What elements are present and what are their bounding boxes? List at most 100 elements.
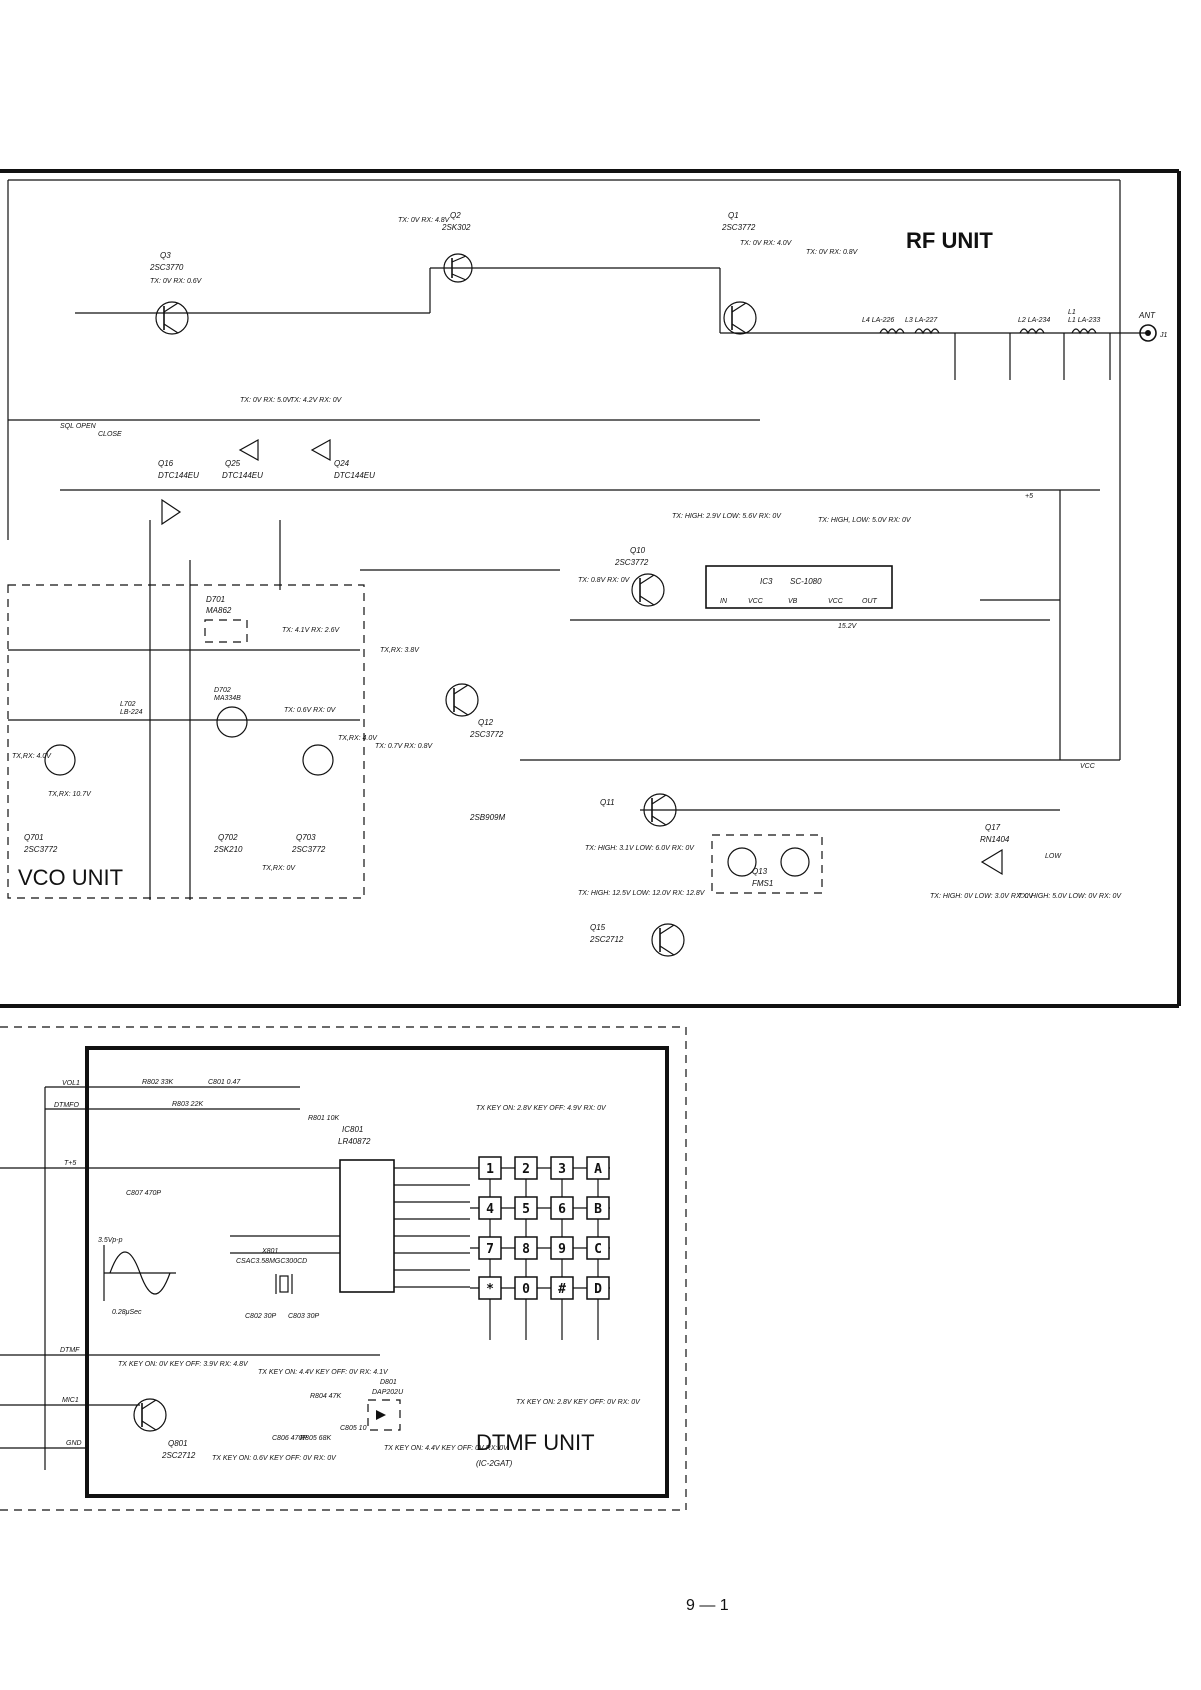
- svg-text:1: 1: [486, 1162, 494, 1177]
- svg-text:2: 2: [522, 1162, 530, 1177]
- svg-text:TX: 0V RX: 0.6V: TX: 0V RX: 0.6V: [150, 278, 203, 285]
- svg-text:TX,RX: 3.8V: TX,RX: 3.8V: [380, 647, 420, 654]
- svg-text:ANT: ANT: [1138, 311, 1156, 320]
- svg-text:2SK302: 2SK302: [441, 223, 471, 232]
- svg-text:VCC: VCC: [1080, 763, 1096, 770]
- ic3-power-module: [705, 565, 893, 609]
- svg-text:7: 7: [486, 1242, 494, 1257]
- ic801-chip: [230, 1159, 470, 1293]
- svg-text:MA862: MA862: [206, 606, 232, 615]
- q17-label: Q17: [985, 823, 1001, 832]
- svg-text:CSAC3.58MGC300CD: CSAC3.58MGC300CD: [236, 1258, 307, 1265]
- q2-fet: [443, 253, 473, 283]
- svg-text:R803 22K: R803 22K: [172, 1101, 203, 1108]
- svg-text:VB: VB: [788, 598, 798, 605]
- svg-text:LOW: LOW: [1045, 853, 1062, 860]
- vco-unit-box: [7, 520, 365, 900]
- vco-unit-title: VCO UNIT: [18, 865, 123, 890]
- q10-transistor: [631, 573, 665, 607]
- page-number: 9 — 1: [686, 1597, 729, 1614]
- rf-signal-path: [8, 267, 1150, 811]
- svg-text:2SC3772: 2SC3772: [291, 845, 326, 854]
- svg-text:OUT: OUT: [862, 598, 878, 605]
- svg-text:6: 6: [558, 1202, 566, 1217]
- svg-text:LR40872: LR40872: [338, 1137, 371, 1146]
- svg-text:L1: L1: [1068, 309, 1076, 316]
- svg-text:TX KEY ON: 0.6V KEY OFF: 0V RX: TX KEY ON: 0.6V KEY OFF: 0V RX: 0V: [212, 1455, 337, 1462]
- svg-text:3: 3: [558, 1162, 566, 1177]
- svg-text:2SC3772: 2SC3772: [23, 845, 58, 854]
- svg-text:R804 47K: R804 47K: [310, 1393, 341, 1400]
- keypad-key: 2: [514, 1156, 538, 1180]
- svg-text:2SK210: 2SK210: [213, 845, 243, 854]
- svg-text:DTC144EU: DTC144EU: [158, 471, 199, 480]
- svg-text:15.2V: 15.2V: [838, 623, 858, 630]
- svg-text:VCC: VCC: [828, 598, 844, 605]
- rf-unit-frame: [0, 169, 1181, 1008]
- q10-label: Q10: [630, 546, 646, 555]
- svg-text:TX: HIGH: 2.9V LOW: 5.6V RX: 0: TX: HIGH: 2.9V LOW: 5.6V RX: 0V: [672, 513, 782, 520]
- svg-text:2SB909M: 2SB909M: [469, 813, 505, 822]
- svg-text:CLOSE: CLOSE: [98, 431, 122, 438]
- q24-label: Q24: [334, 459, 350, 468]
- svg-text:C807 470P: C807 470P: [126, 1190, 161, 1197]
- svg-text:Q701: Q701: [24, 833, 44, 842]
- q801-transistor: [133, 1398, 167, 1432]
- svg-text:D801: D801: [380, 1379, 397, 1386]
- keypad-key: 6: [550, 1196, 574, 1220]
- svg-text:5: 5: [522, 1202, 530, 1217]
- svg-text:*: *: [486, 1282, 494, 1297]
- svg-text:SQL OPEN: SQL OPEN: [60, 423, 97, 430]
- svg-text:TX: HIGH: 12.5V LOW: 12.0V RX:: TX: HIGH: 12.5V LOW: 12.0V RX: 12.8V: [578, 890, 706, 897]
- svg-text:C803 30P: C803 30P: [288, 1313, 319, 1320]
- svg-text:TX: HIGH: 0V LOW: 3.0V RX: 0V: TX: HIGH: 0V LOW: 3.0V RX: 0V: [930, 893, 1034, 900]
- q3-label: Q3: [160, 251, 171, 260]
- svg-text:2SC3770: 2SC3770: [149, 263, 184, 272]
- keypad-key: 8: [514, 1236, 538, 1260]
- svg-text:C: C: [594, 1242, 602, 1257]
- svg-text:3.5Vp-p: 3.5Vp-p: [98, 1237, 123, 1244]
- svg-text:Q801: Q801: [168, 1439, 188, 1448]
- q11-label: Q11: [600, 798, 615, 807]
- svg-text:R801 10K: R801 10K: [308, 1115, 339, 1122]
- svg-text:TX: 0.6V RX: 0V: TX: 0.6V RX: 0V: [284, 707, 337, 714]
- svg-text:GND: GND: [66, 1440, 82, 1447]
- svg-text:TX: 0V RX: 5.0V: TX: 0V RX: 5.0V: [240, 397, 293, 404]
- svg-text:DTMFO: DTMFO: [54, 1102, 79, 1109]
- svg-text:L4 LA-226: L4 LA-226: [862, 317, 894, 324]
- svg-text:TX: HIGH: 3.1V LOW: 6.0V RX: 0: TX: HIGH: 3.1V LOW: 6.0V RX: 0V: [585, 845, 695, 852]
- dtmf-io-lines: [0, 1086, 380, 1470]
- q2-label: Q2: [450, 211, 461, 220]
- svg-text:TX: 0.8V RX: 0V: TX: 0.8V RX: 0V: [578, 577, 631, 584]
- keypad-key: B: [586, 1196, 610, 1220]
- keypad-key: 5: [514, 1196, 538, 1220]
- svg-text:DTMF: DTMF: [60, 1347, 80, 1354]
- svg-text:TX: 4.2V RX: 0V: TX: 4.2V RX: 0V: [290, 397, 343, 404]
- svg-text:C801 0.47: C801 0.47: [208, 1079, 241, 1086]
- ic3-label: IC3: [760, 577, 773, 586]
- svg-text:8: 8: [522, 1242, 530, 1257]
- svg-text:D702: D702: [214, 687, 231, 694]
- svg-text:+5: +5: [1025, 493, 1033, 500]
- svg-text:A: A: [594, 1162, 602, 1177]
- ic801-label: IC801: [342, 1125, 363, 1134]
- keypad-key: *: [478, 1276, 502, 1300]
- svg-text:TX KEY ON: 2.8V KEY OFF: 0V RX: TX KEY ON: 2.8V KEY OFF: 0V RX: 0V: [516, 1399, 641, 1406]
- keypad-key: 9: [550, 1236, 574, 1260]
- svg-text:FMS1: FMS1: [752, 879, 773, 888]
- q3-transistor: [155, 301, 189, 335]
- svg-text:D701: D701: [206, 595, 225, 604]
- svg-text:RN1404: RN1404: [980, 835, 1010, 844]
- svg-text:TX,RX: 4.0V: TX,RX: 4.0V: [338, 735, 378, 742]
- svg-text:2SC3772: 2SC3772: [469, 730, 504, 739]
- rf-filter-chain: [879, 328, 1111, 380]
- svg-text:TX: 0.7V RX: 0.8V: TX: 0.7V RX: 0.8V: [375, 743, 434, 750]
- keypad-key: A: [586, 1156, 610, 1180]
- svg-text:4: 4: [486, 1202, 494, 1217]
- x801-crystal: [275, 1274, 293, 1294]
- svg-text:0.28μSec: 0.28μSec: [112, 1309, 142, 1316]
- svg-text:TX,RX: 4.0V: TX,RX: 4.0V: [12, 753, 52, 760]
- keypad-key: 7: [478, 1236, 502, 1260]
- q16-label: Q16: [158, 459, 174, 468]
- svg-text:L2 LA-234: L2 LA-234: [1018, 317, 1050, 324]
